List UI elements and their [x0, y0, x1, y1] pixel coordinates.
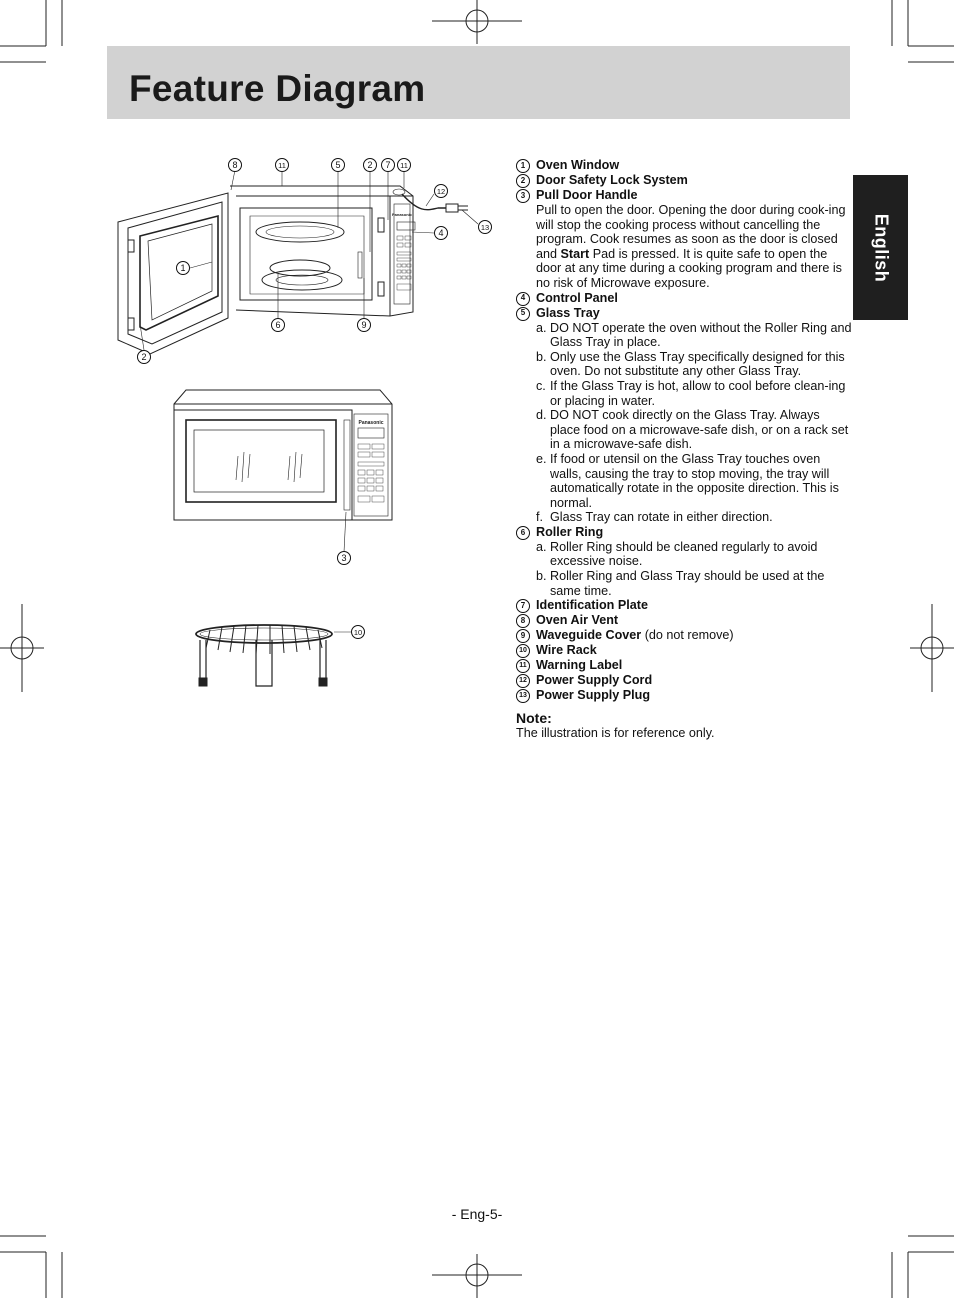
feature-item: 9 Waveguide Cover (do not remove)	[516, 628, 852, 644]
svg-text:10: 10	[354, 628, 362, 637]
svg-text:9: 9	[361, 320, 366, 330]
item-number: 13	[516, 689, 530, 704]
item-title: Warning Label	[536, 658, 623, 673]
svg-text:11: 11	[278, 161, 286, 170]
item-number: 10	[516, 644, 530, 659]
callout-1: 1	[176, 261, 190, 275]
callout-4: 4	[434, 226, 448, 240]
feature-item: 10 Wire Rack	[516, 643, 852, 659]
item-number: 5	[516, 306, 530, 321]
item-number: 11	[516, 659, 530, 674]
sub-item: b.Only use the Glass Tray specifically d…	[536, 349, 845, 379]
item-suffix: (do not remove)	[641, 628, 734, 643]
page-title: Feature Diagram	[129, 68, 426, 109]
svg-text:11: 11	[400, 161, 408, 170]
language-tab: English	[853, 175, 908, 320]
sub-item: e.If food or utensil on the Glass Tray t…	[536, 451, 839, 510]
callout-10: 10	[351, 625, 365, 639]
svg-text:13: 13	[481, 223, 489, 232]
callout-2a: 2	[363, 158, 377, 172]
wire-rack-drawing	[195, 624, 352, 687]
feature-item: 11 Warning Label	[516, 658, 852, 674]
note-heading: Note:	[516, 710, 552, 727]
svg-text:2: 2	[367, 160, 372, 170]
callout-8: 8	[228, 158, 242, 172]
feature-item: 6 Roller Ring	[516, 525, 852, 540]
item-title: Control Panel	[536, 290, 618, 305]
note-block: Note: The illustration is for reference …	[516, 711, 852, 740]
svg-text:5: 5	[335, 160, 340, 170]
svg-text:12: 12	[437, 187, 445, 196]
callout-9: 9	[357, 318, 371, 332]
item-title: Door Safety Lock System	[536, 173, 688, 187]
callout-3: 3	[337, 551, 351, 565]
callout-11a: 11	[275, 158, 289, 172]
item-number: 1	[516, 159, 530, 173]
feature-list: 1 Oven Window 2 Door Safety Lock System …	[516, 158, 852, 740]
callout-7: 7	[381, 158, 395, 172]
callout-5: 5	[331, 158, 345, 172]
item-number: 4	[516, 291, 530, 306]
note-text: The illustration is for reference only.	[516, 725, 715, 740]
item-title: Power Supply Cord	[536, 673, 653, 688]
page-number: - Eng-5-	[451, 1206, 503, 1222]
callout-13: 13	[478, 220, 492, 234]
svg-text:6: 6	[275, 320, 280, 330]
item-title: Oven Air Vent	[536, 613, 619, 628]
feature-item: 3 Pull Door Handle	[516, 188, 852, 203]
callout-11b: 11	[397, 158, 411, 172]
item-title: Oven Window	[536, 158, 620, 172]
svg-text:3: 3	[341, 553, 346, 563]
item-number: 9	[516, 629, 530, 644]
item-title: Roller Ring	[536, 524, 604, 539]
feature-item: 2 Door Safety Lock System	[516, 173, 852, 188]
svg-text:8: 8	[232, 160, 237, 170]
svg-text:1: 1	[180, 263, 185, 273]
svg-text:7: 7	[385, 160, 390, 170]
item-number: 7	[516, 599, 530, 614]
sub-item: b.Roller Ring and Glass Tray should be u…	[536, 569, 825, 598]
item-number: 2	[516, 174, 530, 188]
item-number: 3	[516, 189, 530, 203]
callout-12: 12	[434, 184, 448, 198]
feature-item: 5 Glass Tray	[516, 306, 852, 321]
front-oven-drawing	[173, 389, 393, 553]
svg-text:4: 4	[438, 228, 443, 238]
sub-item: f.Glass Tray can rotate in either direct…	[536, 510, 773, 525]
item-description: Pull to open the door. Opening the door …	[536, 203, 846, 290]
feature-item: 7 Identification Plate	[516, 598, 852, 614]
header-band: Feature Diagram	[107, 46, 850, 119]
item-number: 8	[516, 614, 530, 629]
sub-item: d.DO NOT cook directly on the Glass Tray…	[536, 408, 849, 452]
sub-item: a.Roller Ring should be cleaned regularl…	[536, 539, 818, 569]
feature-item: 12 Power Supply Cord	[516, 673, 852, 689]
callout-6: 6	[271, 318, 285, 332]
callout-2b: 2	[137, 350, 151, 364]
panel-brand-open: Panasonic	[392, 212, 413, 217]
open-oven-drawing	[117, 169, 479, 355]
feature-item: 1 Oven Window	[516, 158, 852, 173]
language-tab-label: English	[871, 213, 891, 282]
item-title: Wire Rack	[536, 643, 597, 658]
item-title: Power Supply Plug	[536, 688, 651, 703]
feature-item: 8 Oven Air Vent	[516, 613, 852, 629]
sub-item: a.DO NOT operate the oven without the Ro…	[536, 320, 852, 350]
panel-brand-front: Panasonic	[358, 420, 383, 426]
sub-item: c.If the Glass Tray is hot, allow to coo…	[536, 378, 846, 408]
item-title: Glass Tray	[536, 305, 600, 320]
item-number: 6	[516, 525, 530, 540]
item-number: 12	[516, 674, 530, 689]
item-title: Pull Door Handle	[536, 188, 638, 202]
item-title: Waveguide Cover	[536, 628, 642, 643]
svg-text:2: 2	[141, 352, 146, 362]
feature-item: 13 Power Supply Plug	[516, 688, 852, 704]
feature-item: 4 Control Panel	[516, 291, 852, 306]
item-title: Identification Plate	[536, 598, 648, 613]
